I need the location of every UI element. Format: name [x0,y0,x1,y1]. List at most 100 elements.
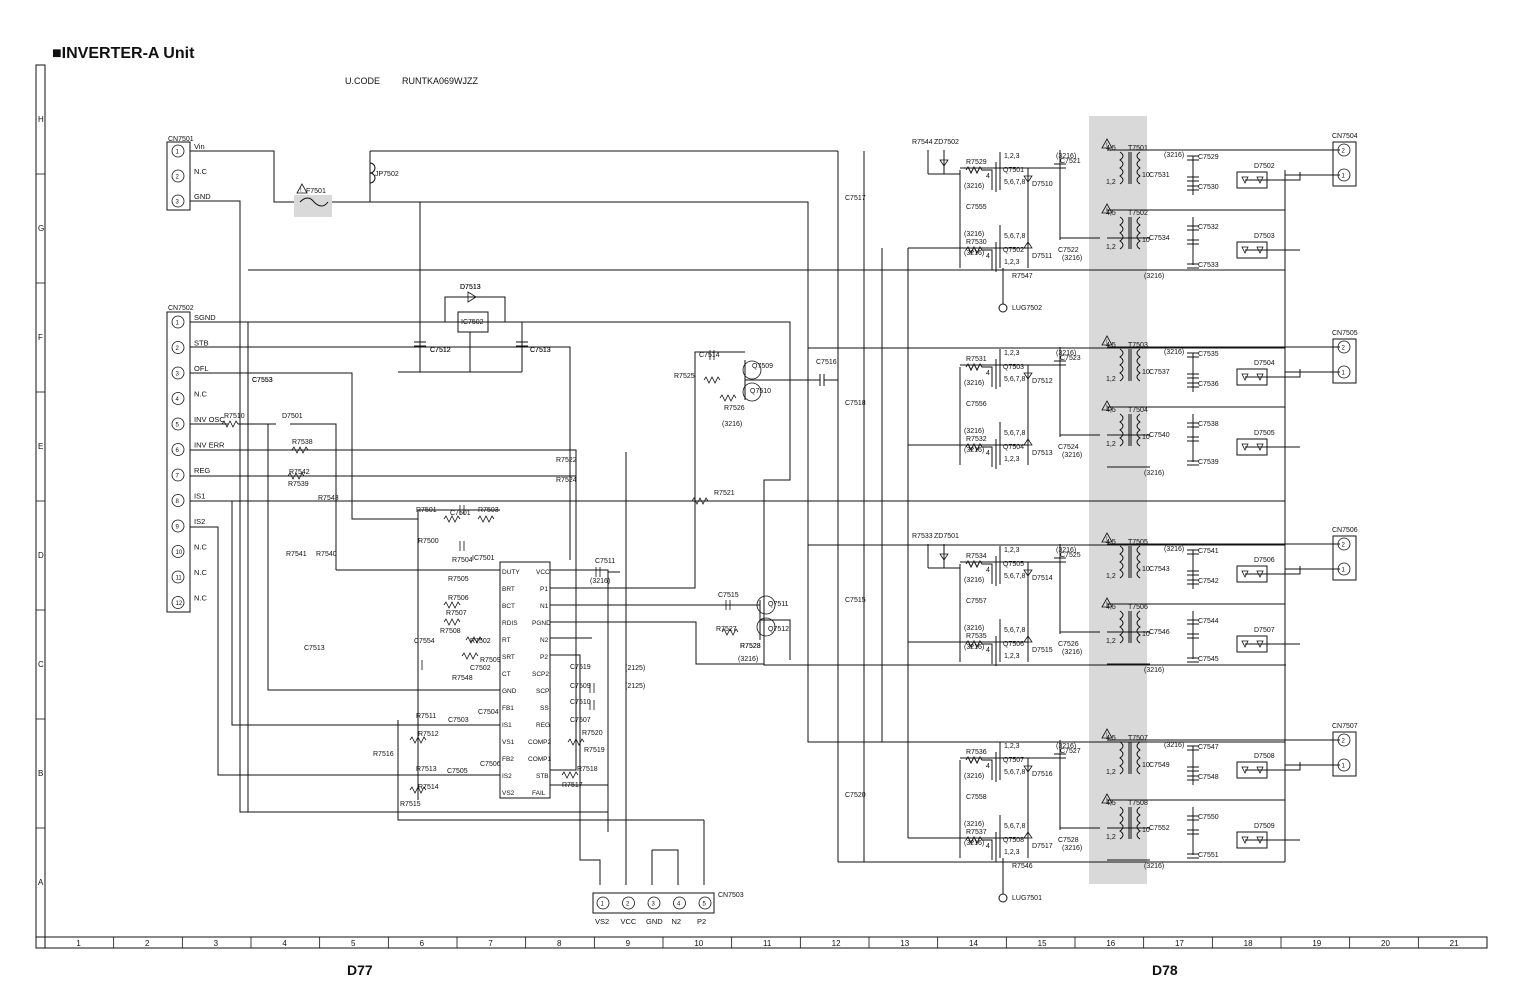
row-marker-H: H [38,115,44,124]
component-label: (2125) [625,665,645,672]
output-cap-ref: C7551 [1198,852,1219,859]
cn7503-pin-2-number: 2 [626,902,630,908]
cn7502-pin-4 [171,392,185,405]
cap-ref: C7531 [1149,172,1170,179]
fet-pins: 5,6,7,8 [1004,769,1026,776]
channel-3: !T75054,51,210!T75064,51,210Q7505R75341,… [908,527,1358,674]
component-label: R7540 [316,551,337,558]
cn7501-pin-2-number: 2 [176,175,180,181]
page-ref-right: D78 [1152,962,1178,978]
output-pin-1 [1337,365,1351,379]
diode-ref: D7513 [1032,450,1053,457]
component-label: C7553 [252,377,273,384]
smd-size: (3216) [964,428,984,435]
component-label: C7502 [470,665,491,672]
ic7501-pin-srt: SRT [502,654,515,661]
component-label: C7516 [816,359,837,366]
output-pin-1-number: 1 [1342,764,1346,770]
cn7503-pin-4 [673,896,686,910]
fet-ref: Q7506 [1003,641,1024,648]
diode-ref: D7515 [1032,647,1053,654]
cn7503-pin-3 [647,896,661,910]
output-diode-ref: D7503 [1254,233,1275,240]
column-marker-3: 3 [214,939,219,948]
fet-pins: 1,2,3 [1004,456,1020,463]
row-ruler [35,64,46,949]
output-cap-ref: C7548 [1198,774,1219,781]
c7513-label: C7513 [530,347,551,354]
ic7501-pin-comp2: COMP2 [528,739,552,746]
component-label: C7518 [845,400,866,407]
ic7501-pin-vs2: VS2 [502,790,515,797]
component-label: R7516 [373,751,394,758]
warning-mark: ! [1106,602,1108,608]
cn7503-pin-5-number: 5 [703,902,707,908]
component-label: R7548 [452,675,473,682]
gate-resistor-ref: R7532 [966,436,987,443]
component-label: C7554 [414,638,435,645]
component-label: R7521 [714,490,735,497]
output-pin-2-number: 2 [1342,543,1346,549]
output-connector-ref: CN7506 [1332,527,1358,534]
column-marker-11: 11 [763,939,772,948]
column-marker-10: 10 [694,939,703,948]
transformer-bottom-ref: T7506 [1128,604,1148,611]
tx-pin: 1,2 [1106,834,1116,841]
component-label: R7522 [556,457,577,464]
fet-pins: 5,6,7,8 [1004,627,1026,634]
fet-pin-4: 4 [986,763,990,770]
ic7501-pin-p1: P1 [540,586,548,593]
tx-pin: 1,2 [1106,573,1116,580]
component-label: R7541 [286,551,307,558]
cn7502-pin-7 [171,468,185,482]
transformer-bottom-ref: T7508 [1128,800,1148,807]
smd-size: (3216) [1164,152,1184,159]
fuse-ref: F7501 [306,188,326,195]
cn7502-pin-1-number: 1 [176,321,180,327]
column-marker-9: 9 [626,939,631,948]
output-diode-ref: D7506 [1254,557,1275,564]
smd-size: (3216) [1164,546,1184,553]
tx-pin: 4,5 [1106,800,1116,807]
component-label: R7519 [584,747,605,754]
transformer-top-ref: T7501 [1128,145,1148,152]
component-label: R7501 [416,507,437,514]
ic7501: IC7501 DUTYBRTBCTRDISRTSRTCTGNDFB1IS1VS1… [472,555,552,799]
output-pin-1 [1337,562,1351,576]
ic7501-pin-brt: BRT [502,586,515,593]
fet-pins: 5,6,7,8 [1004,376,1026,383]
component-label: R7528 [740,643,761,650]
row-marker-E: E [38,442,43,451]
smd-size: (3216) [1056,153,1076,160]
component-label: Q7510 [750,388,771,395]
cn7502-pin-4-number: 4 [176,397,180,403]
cn7502-pin-5-number: 5 [176,423,180,429]
tx-pin: 10 [1142,566,1150,573]
component-label: R7503 [478,507,499,514]
component-label: R7509 [480,657,501,664]
d7513-label: D7513 [460,284,481,291]
fet-pins: 1,2,3 [1004,743,1020,750]
smd-size: (3216) [1164,742,1184,749]
output-cap-ref: C7545 [1198,656,1219,663]
column-marker-14: 14 [969,939,978,948]
fet-ref: Q7504 [1003,444,1024,451]
component-label: C7513 [530,347,551,354]
output-cap-ref: C7547 [1198,744,1219,751]
component-label: R7518 [577,766,598,773]
component-label: C7520 [845,792,866,799]
component-label: R7506 [448,595,469,602]
tx-pin: 4,5 [1106,210,1116,217]
cn7503-pin-3-number: 3 [652,902,656,908]
cn7502-signal: STB [194,339,209,348]
fet-pins: 5,6,7,8 [1004,179,1026,186]
page-ref-left: D77 [347,962,373,978]
cap-ref: C7528 [1058,837,1079,844]
smd-size: (3216) [1062,255,1082,262]
top-resistor-ref: R7533 [912,533,933,540]
component-label: C7507 [570,717,591,724]
component-label: Q7512 [768,626,789,633]
fet-pin-4: 4 [986,567,990,574]
column-marker-2: 2 [145,939,150,948]
output-pin-2 [1337,340,1351,354]
